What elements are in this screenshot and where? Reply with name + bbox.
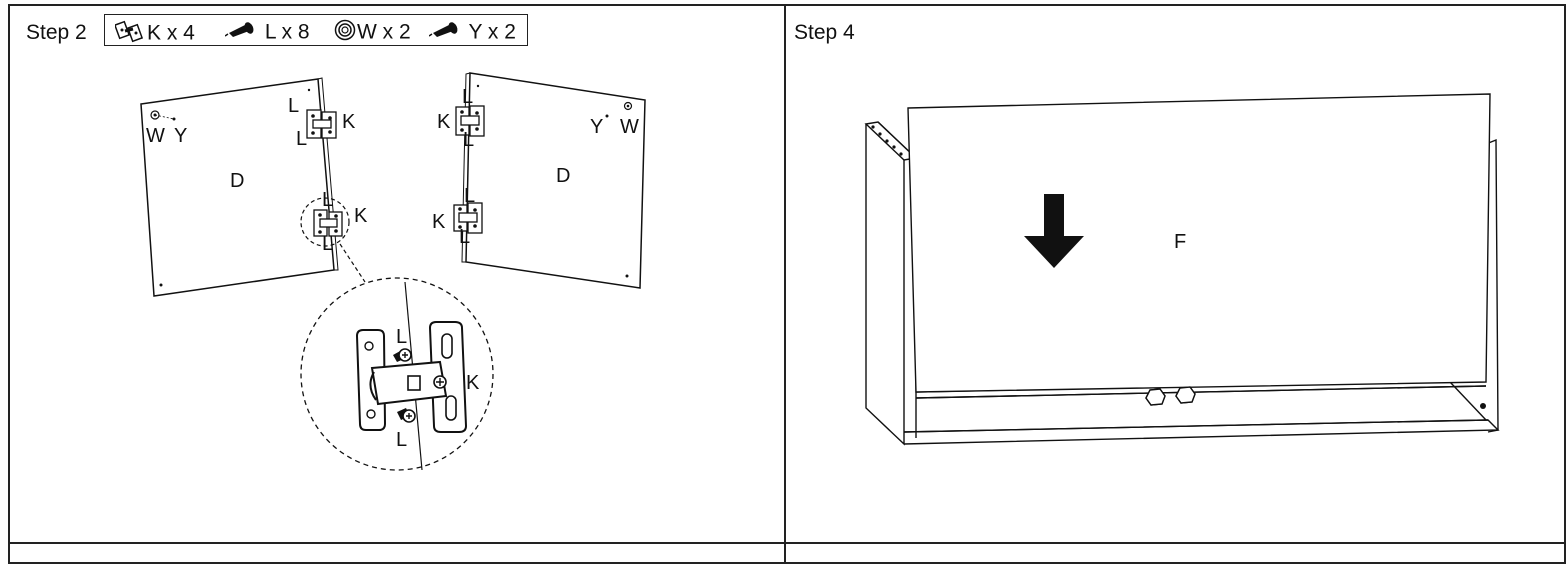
label-k-2: K [354, 205, 368, 227]
label-k-4: K [432, 211, 446, 233]
bottom-divider [8, 542, 1566, 544]
label-w-right: W [620, 116, 639, 138]
label-l-7: L [464, 185, 475, 207]
label-l-5: L [462, 86, 473, 108]
detail-label-k: K [466, 372, 480, 394]
label-l-6: L [463, 129, 474, 151]
parts-list: K x 4 L x 8 W x 2 [104, 14, 528, 46]
parts-item-l: L x 8 [224, 19, 310, 47]
label-y-right: Y [590, 116, 603, 138]
label-l-8: L [459, 226, 470, 248]
panel-label-right-d: D [556, 165, 570, 187]
parts-item-w-label: W x 2 [357, 20, 411, 44]
label-l-1: L [288, 95, 299, 117]
cabinet-bottom-front [903, 385, 1489, 433]
washer-icon [333, 19, 357, 47]
screw-icon [224, 19, 259, 47]
left-door-panel [140, 77, 350, 297]
down-arrow-icon [1024, 194, 1084, 268]
top-right-hinge [455, 105, 485, 137]
detail-leader-line [339, 243, 366, 283]
label-k-3: K [437, 111, 451, 133]
hinge-detail-view [300, 277, 494, 471]
step4-title: Step 4 [794, 21, 855, 44]
detail-label-l-top: L [396, 326, 407, 348]
label-l-4: L [322, 233, 333, 255]
parts-item-l-label: L x 8 [264, 20, 310, 44]
label-y-left: Y [174, 125, 187, 147]
label-k-1: K [342, 111, 356, 133]
label-l-2: L [296, 128, 307, 150]
instruction-sheet: Step 2 K x 4 L x 8 [8, 4, 1566, 564]
parts-item-w: W x 2 [333, 19, 411, 47]
bottom-left-hinge [313, 209, 343, 237]
label-w-left: W [146, 125, 165, 147]
bottom-right-hinge [453, 202, 483, 234]
step2-diagram: D D W Y Y W L L K L K L L K L L K L L K … [140, 72, 646, 471]
detail-label-l-bottom: L [396, 429, 407, 451]
parts-item-y: Y x 2 [428, 19, 516, 47]
step2-title: Step 2 [26, 21, 87, 44]
label-l-3: L [322, 189, 333, 211]
top-left-hinge [306, 109, 337, 139]
screw-icon [428, 19, 463, 47]
parts-item-k: K x 4 [113, 19, 195, 49]
back-panel-f [907, 93, 1491, 393]
parts-item-k-label: K x 4 [147, 21, 195, 45]
panel-label-f: F [1174, 231, 1186, 253]
hinge-icon [113, 19, 147, 49]
panel-label-left-d: D [230, 170, 244, 192]
step4-diagram: F [864, 93, 1500, 446]
right-door-panel [453, 72, 646, 289]
parts-item-y-label: Y x 2 [468, 20, 516, 44]
